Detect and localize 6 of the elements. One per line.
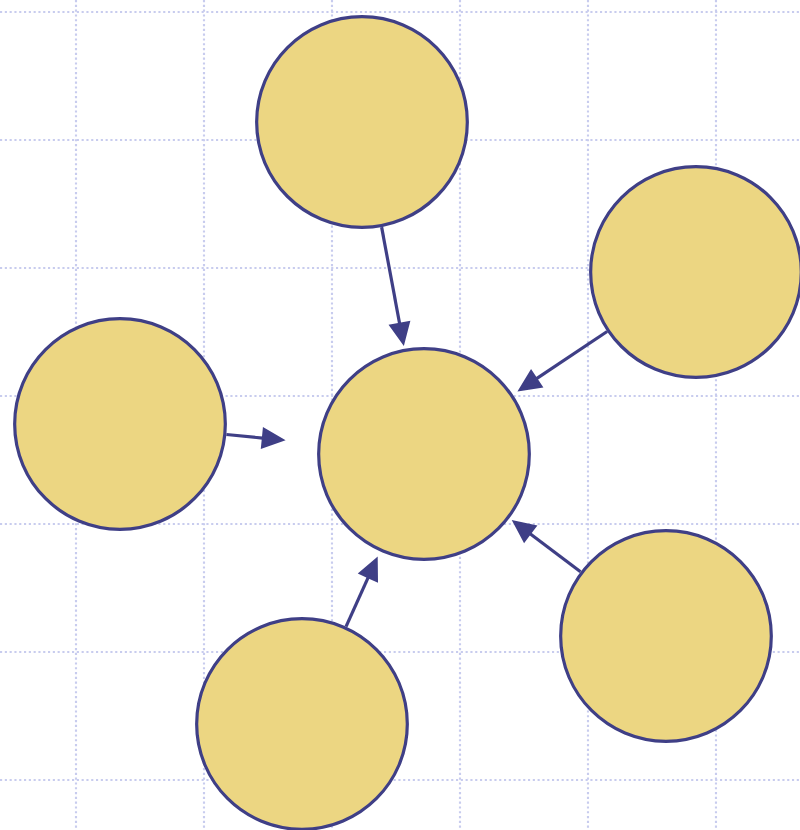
- circle-node: [559, 529, 773, 743]
- circle-node: [13, 317, 227, 531]
- circle-node: [195, 617, 409, 830]
- circle-node: [589, 165, 800, 379]
- circle-node: [317, 347, 531, 561]
- circle-node: [255, 15, 469, 229]
